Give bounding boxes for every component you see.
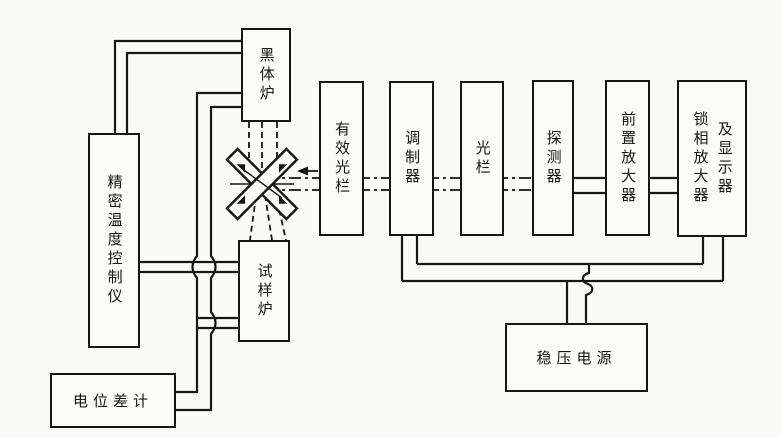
box-aperture: 光栏: [460, 81, 504, 236]
box-potentiometer: 电位差计: [50, 373, 176, 428]
lockin-label-col2: 及显示器: [715, 120, 734, 197]
modulator-label: 调制器: [403, 130, 422, 187]
box-sample-furnace: 试样炉: [238, 240, 290, 342]
wire-sample-lower-pair: [197, 316, 238, 330]
lockin-label-col1: 锁相放大器: [691, 111, 710, 206]
wire-blackbody-to-potentiometer-b: [176, 105, 241, 412]
wire-lockin-to-bus: [701, 237, 725, 281]
wire-controller-to-sample: [139, 260, 238, 274]
effective-aperture-label: 有效光栏: [333, 120, 352, 197]
box-blackbody-furnace: 黑体炉: [241, 28, 291, 122]
rotating-chopper-mirror-icon: [225, 147, 299, 221]
box-detector: 探测器: [532, 80, 574, 236]
wire-modulator-to-bus: [400, 236, 419, 281]
box-power-supply: 稳压电源: [505, 323, 648, 392]
preamplifier-label: 前置放大器: [619, 110, 638, 206]
wire-controller-to-blackbody: [113, 39, 243, 133]
wire-blackbody-to-potentiometer-a: [176, 91, 241, 394]
box-effective-aperture: 有效光栏: [319, 81, 364, 236]
box-temp-controller: 精密温度控制仪: [88, 133, 140, 348]
box-lockin-amplifier-display: 锁相放大器 及显示器: [677, 80, 747, 237]
lockin-label: 锁相放大器 及显示器: [691, 111, 734, 206]
box-preamplifier: 前置放大器: [605, 80, 650, 236]
blackbody-furnace-label: 黑体炉: [257, 46, 276, 104]
beam-direction-arrow: [297, 166, 318, 176]
detector-label: 探测器: [544, 129, 563, 187]
aperture-label: 光栏: [473, 139, 492, 178]
potentiometer-label: 电位差计: [72, 392, 153, 410]
temp-controller-label: 精密温度控制仪: [105, 174, 124, 307]
box-modulator: 调制器: [389, 81, 434, 236]
sample-furnace-label: 试样炉: [255, 262, 274, 320]
wire-psu-lead-right-hop: [581, 264, 594, 323]
power-supply-label: 稳压电源: [536, 349, 617, 367]
